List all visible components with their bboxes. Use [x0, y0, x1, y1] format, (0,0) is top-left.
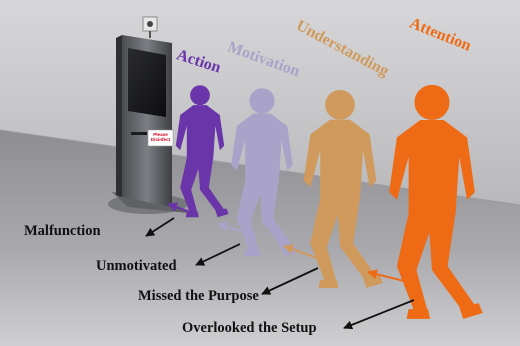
flow-arrow-attention-to-understanding: [367, 269, 421, 286]
failure-arrow-unmotivated: [195, 243, 241, 266]
sign-line-2: Disinfect: [150, 137, 171, 142]
dispenser-bar: [131, 132, 147, 135]
sign-text: Please Disinfect: [149, 132, 172, 142]
disinfect-sign: [147, 129, 174, 147]
flow-arrow-understanding-to-motivation: [283, 244, 329, 263]
failure-label-malfunction: Malfunction: [24, 223, 101, 239]
flow-arrow-motivation-to-action: [217, 221, 257, 237]
failure-label-overlooked-setup: Overlooked the Setup: [182, 320, 317, 336]
kiosk-side: [116, 35, 122, 197]
failure-arrow-malfunction: [145, 217, 175, 237]
failure-arrow-missed-purpose: [261, 267, 319, 295]
flow-arrow-action-to-kiosk: [167, 202, 191, 213]
sign-line-1: Please: [153, 132, 168, 137]
failure-arrow-overlooked-setup: [343, 299, 415, 330]
camera-lens: [147, 21, 153, 27]
failure-label-missed-purpose: Missed the Purpose: [138, 288, 259, 304]
kiosk-screen: [128, 48, 166, 117]
failure-label-unmotivated: Unmotivated: [96, 258, 177, 274]
